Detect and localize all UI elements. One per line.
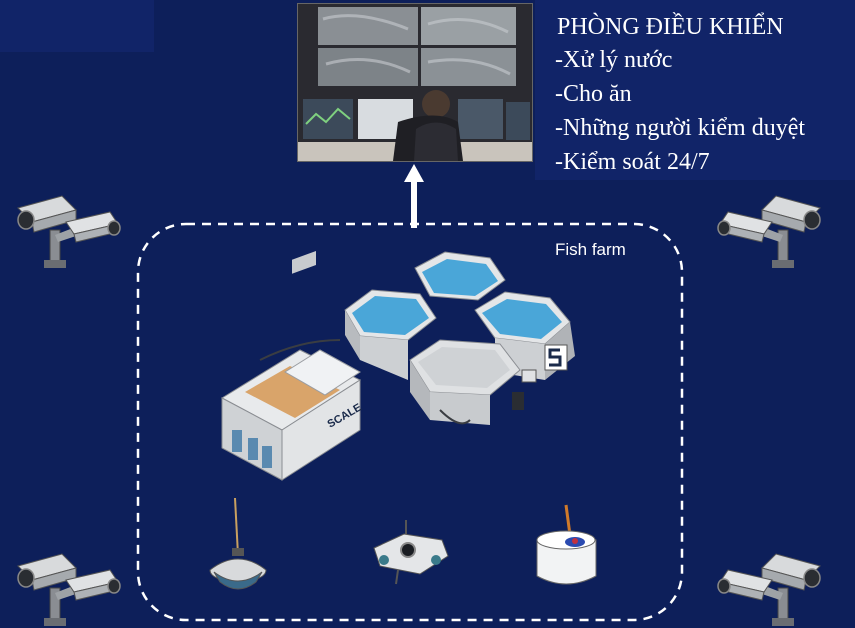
control-room-legend: PHÒNG ĐIỀU KHIỂN -Xử lý nước -Cho ăn -Nh… [535,0,855,180]
underwater-camera-icon [209,497,267,590]
security-camera-icon [17,553,121,627]
security-camera-icon [17,195,121,269]
corner-panel [0,0,154,52]
sensor-probe-icon [373,520,449,585]
feeding-buoy-icon [536,504,597,585]
security-camera-icon [717,195,821,269]
legend-item-feeding: -Cho ăn [555,81,632,107]
arrow-up-icon [404,164,424,182]
fish-farm-boundary [136,222,684,622]
fish-farm-label: Fish farm [555,240,626,259]
legend-item-control: -Kiểm soát 24/7 [555,149,710,175]
legend-item-water: -Xử lý nước [555,47,673,73]
control-room-photo [297,3,533,162]
security-camera-icon [717,553,821,627]
legend-title: PHÒNG ĐIỀU KHIỂN [557,14,784,40]
fish-farm-facility: SCALE [220,250,575,481]
legend-item-moderators: -Những người kiểm duyệt [555,115,806,141]
